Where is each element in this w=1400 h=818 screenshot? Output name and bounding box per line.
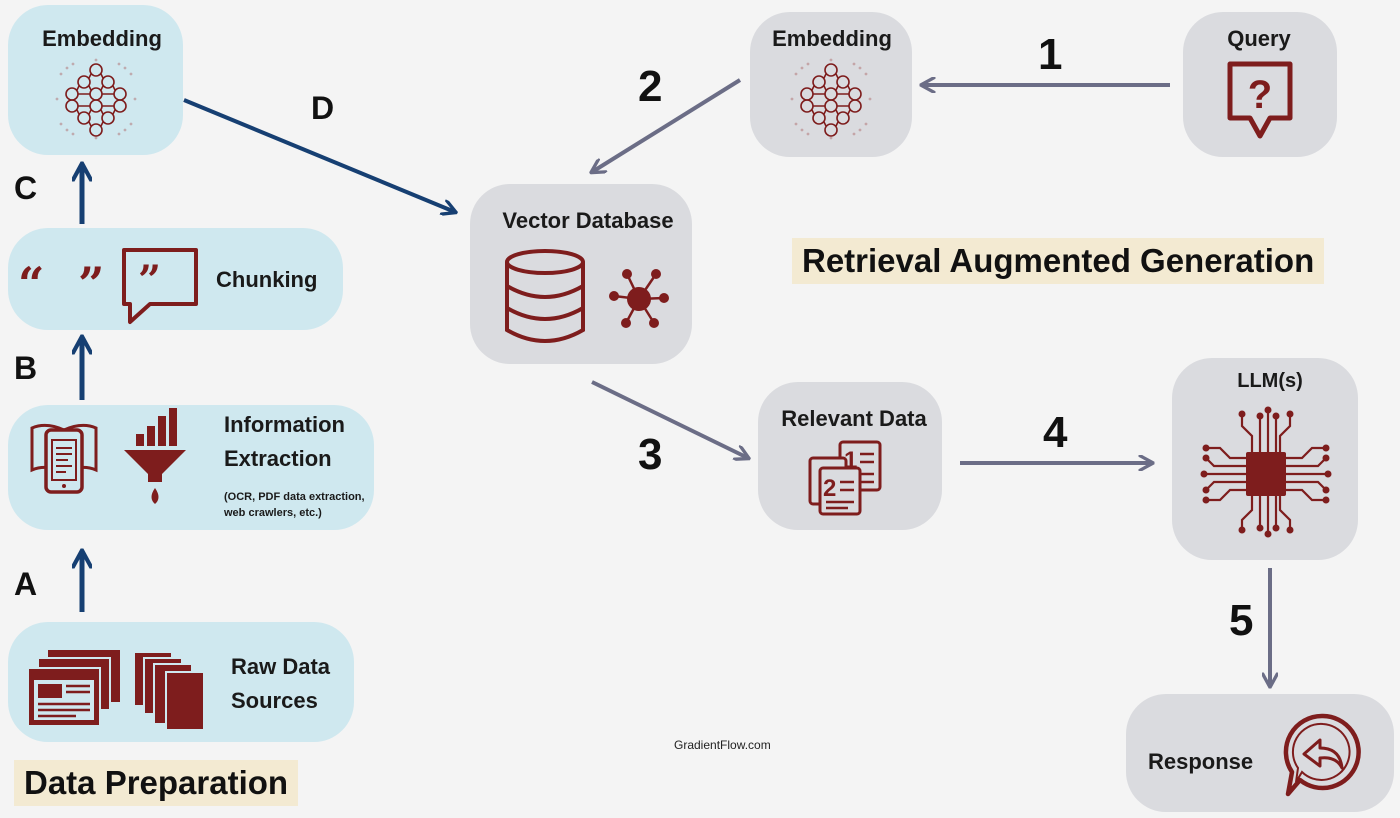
chunking-label: Chunking xyxy=(216,267,318,292)
quote-marks-icon: “ ” xyxy=(18,257,104,311)
information-extraction-label-2: Extraction xyxy=(224,446,332,471)
svg-text:”: ” xyxy=(78,257,104,311)
svg-text:”: ” xyxy=(138,257,161,304)
footer-credit: GradientFlow.com xyxy=(674,738,771,752)
svg-text:?: ? xyxy=(1248,73,1272,117)
llm-label: LLM(s) xyxy=(1237,370,1303,392)
stacked-webpages-icon xyxy=(27,650,120,727)
step-2-number: 2 xyxy=(638,62,663,111)
network-node-icon xyxy=(609,269,669,328)
chip-circuit-icon xyxy=(1200,406,1332,538)
svg-text:“: “ xyxy=(18,257,44,311)
step-a-label: A xyxy=(14,566,38,602)
response-label: Response xyxy=(1148,749,1254,774)
funnel-chart-icon xyxy=(124,408,186,504)
embedding-left-node xyxy=(8,5,183,155)
arrow-d xyxy=(183,98,455,212)
data-preparation-title: Data Preparation xyxy=(14,760,299,806)
reply-bubble-icon xyxy=(1283,713,1361,797)
database-icon xyxy=(505,249,585,343)
arrow-2 xyxy=(592,78,742,172)
embedding-right-node xyxy=(750,12,912,157)
vector-database-label: Vector Database xyxy=(502,208,674,233)
information-extraction-note-1: (OCR, PDF data extraction, xyxy=(224,491,365,503)
embedding-left-label: Embedding xyxy=(42,26,162,51)
information-extraction-label-1: Information xyxy=(224,412,345,437)
rag-title: Retrieval Augmented Generation xyxy=(792,238,1325,284)
neural-network-icon xyxy=(790,58,872,140)
speech-bubble-quote-icon: ” xyxy=(122,248,198,324)
stacked-documents-icon xyxy=(133,651,205,731)
query-label: Query xyxy=(1227,26,1291,51)
step-5-number: 5 xyxy=(1229,596,1254,645)
step-3-number: 3 xyxy=(638,430,663,479)
tablet-document-icon xyxy=(30,423,98,494)
arrow-3 xyxy=(591,380,748,458)
step-1-number: 1 xyxy=(1038,30,1063,79)
step-b-label: B xyxy=(14,350,38,386)
step-4-number: 4 xyxy=(1043,408,1068,457)
question-bubble-icon: ? xyxy=(1227,61,1293,139)
svg-text:2: 2 xyxy=(823,475,836,502)
embedding-right-label: Embedding xyxy=(772,26,892,51)
information-extraction-note-2: web crawlers, etc.) xyxy=(224,507,322,519)
ranked-documents-icon: 1 2 xyxy=(808,440,882,516)
raw-data-sources-label-1: Raw Data xyxy=(231,654,331,679)
step-c-label: C xyxy=(14,170,38,206)
step-d-label: D xyxy=(311,90,335,126)
relevant-data-label: Relevant Data xyxy=(781,406,927,431)
chunking-node xyxy=(8,228,343,330)
raw-data-sources-label-2: Sources xyxy=(231,688,318,713)
neural-network-icon xyxy=(55,58,137,140)
